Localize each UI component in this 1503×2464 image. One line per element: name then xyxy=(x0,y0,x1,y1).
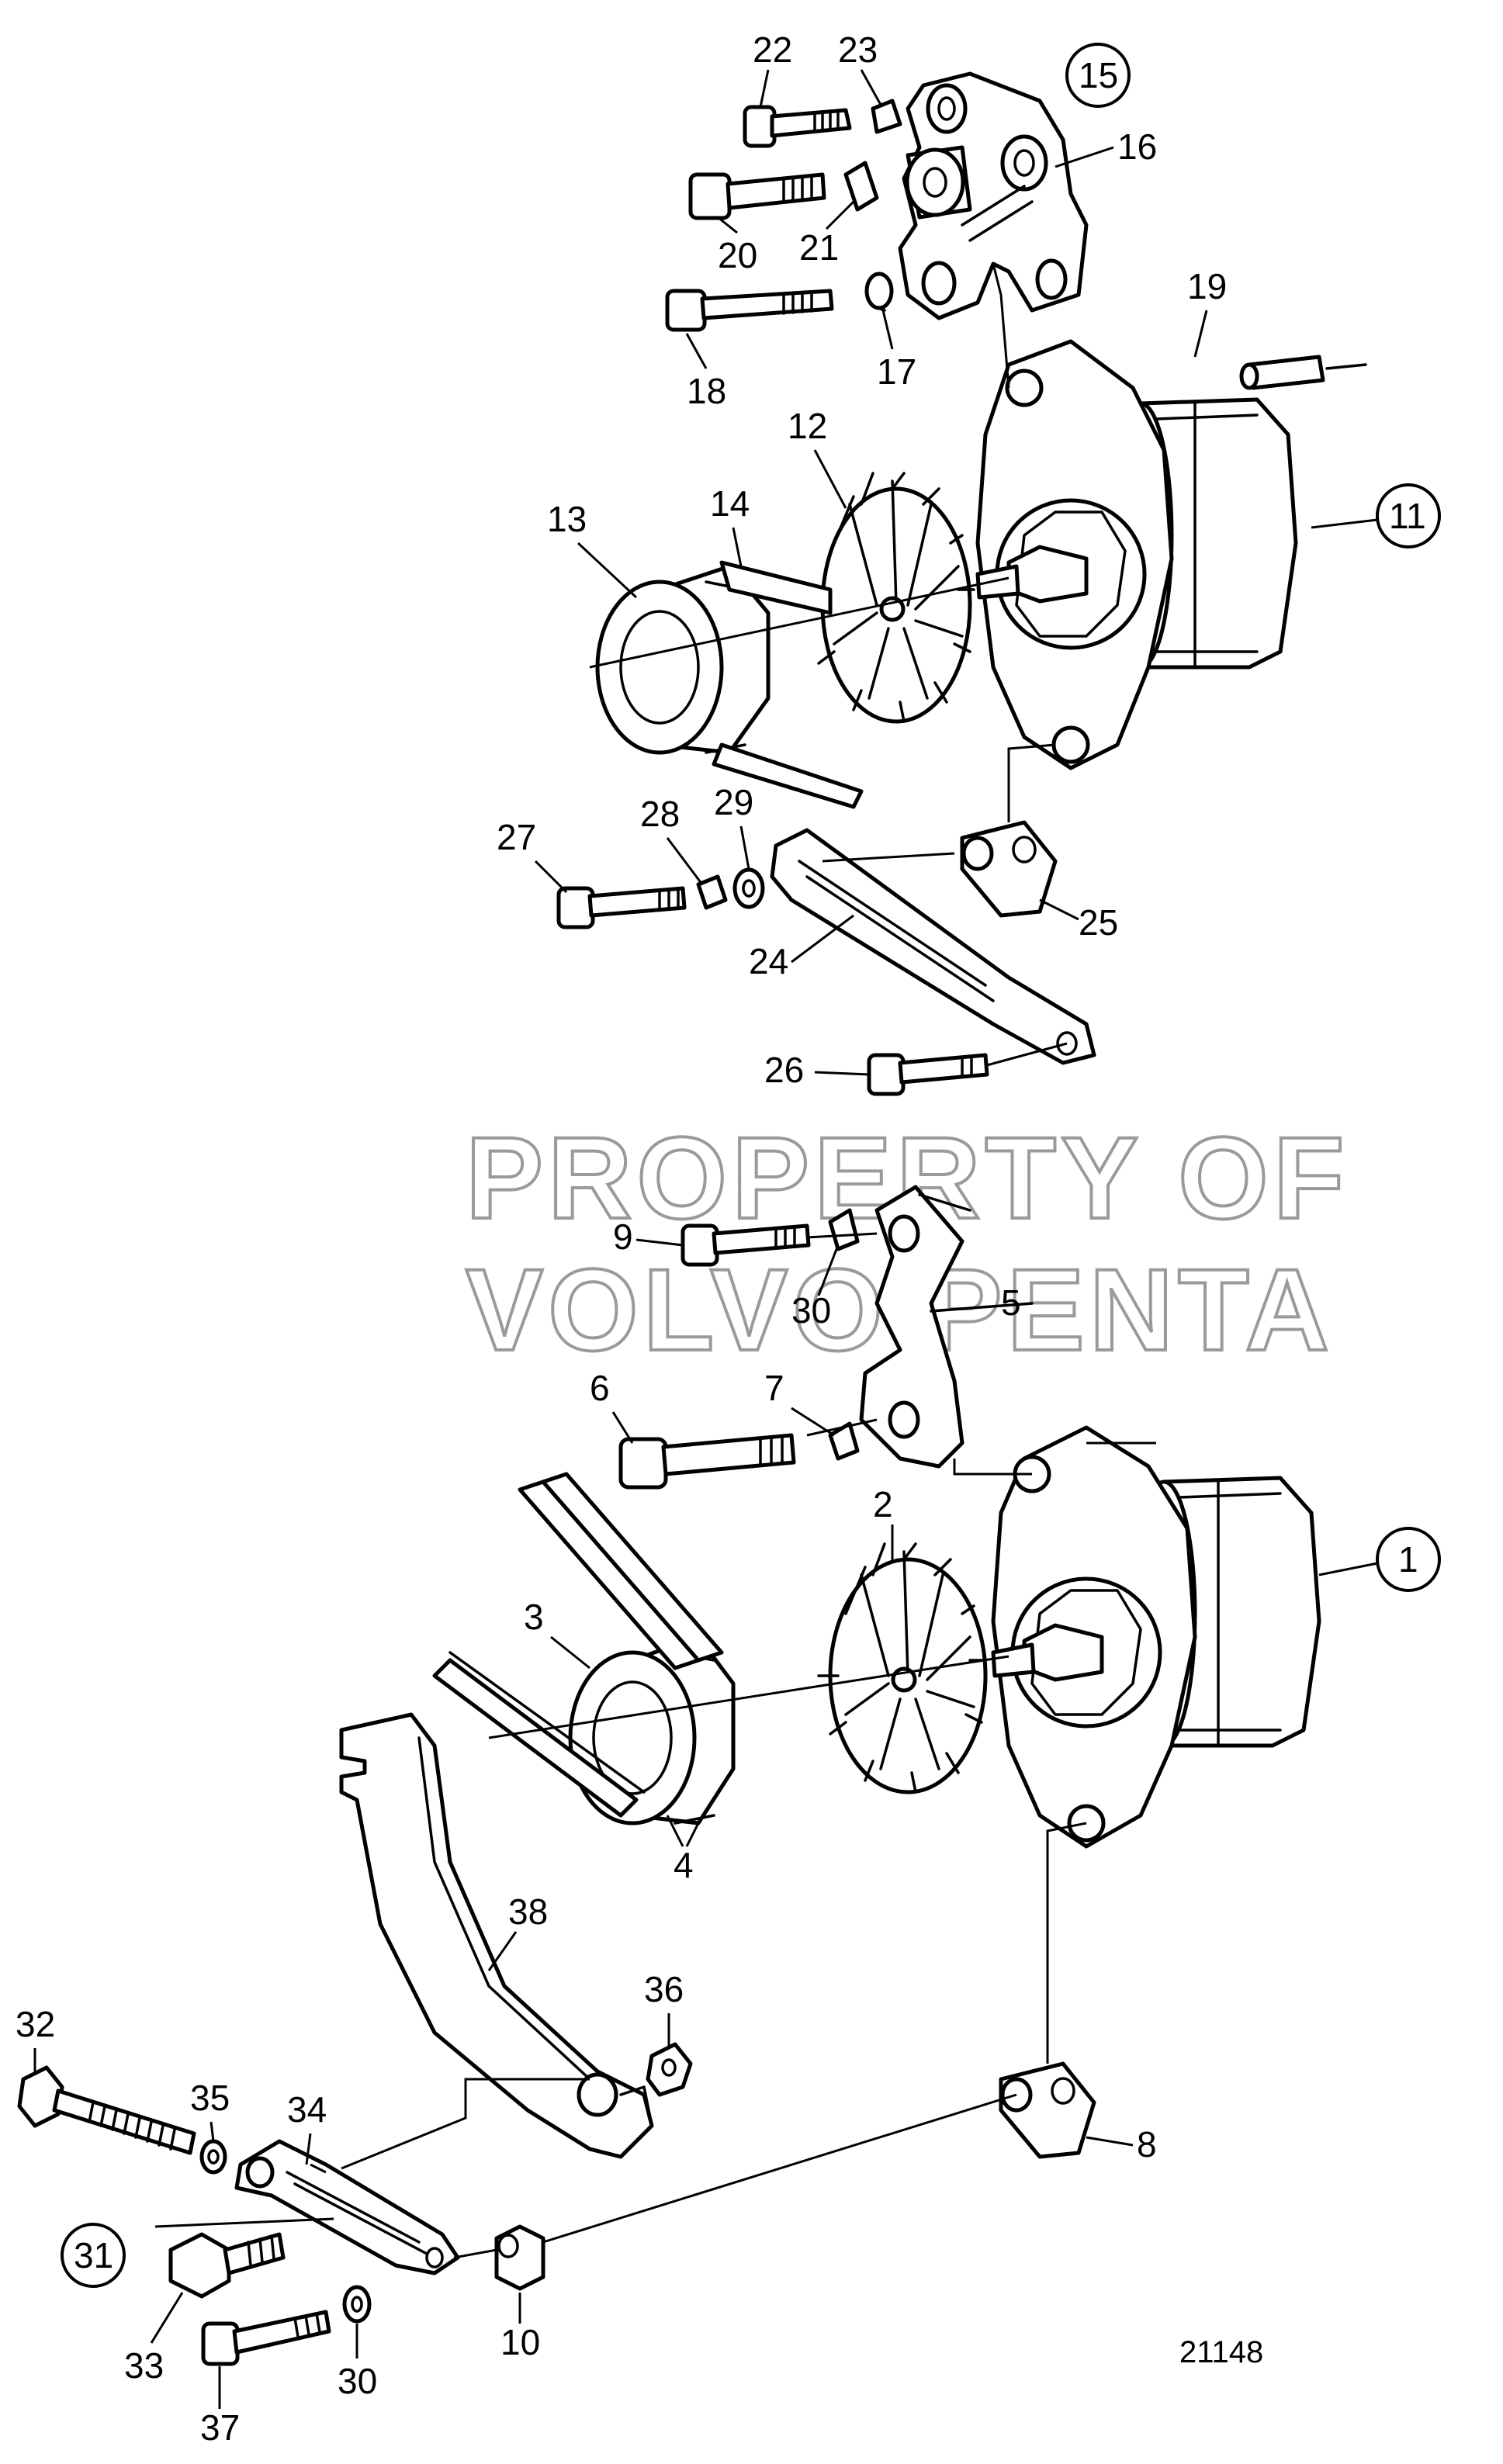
callout-3: 3 xyxy=(524,1597,544,1637)
washer-17 xyxy=(864,272,894,312)
lower-shaft-axis xyxy=(488,1655,1010,1739)
callout-labels: 23 22 15 16 20 21 19 17 18 12 14 13 11 2… xyxy=(16,29,1441,2448)
callout-21: 21 xyxy=(799,227,839,268)
washer-21 xyxy=(843,161,879,212)
callout-10: 10 xyxy=(500,2322,540,2362)
callout-35: 35 xyxy=(190,2078,230,2118)
lower-v-belts xyxy=(432,1472,724,1818)
spacer-sleeve xyxy=(905,145,972,220)
callout-29: 29 xyxy=(714,782,753,822)
callout-26: 26 xyxy=(764,1050,804,1090)
callout-1: 1 xyxy=(1398,1539,1418,1580)
callout-30-upper: 30 xyxy=(791,1290,831,1331)
callout-12: 12 xyxy=(788,406,827,446)
washer-29 xyxy=(732,867,765,909)
bolt-6 xyxy=(618,1433,796,1490)
bolt-22 xyxy=(743,105,852,148)
bolt-33 xyxy=(168,2232,286,2299)
lower-assembly-leaders xyxy=(154,2093,1017,2259)
figure-number: 21148 xyxy=(1179,2335,1263,2369)
callout-17: 17 xyxy=(877,351,916,392)
callout-24: 24 xyxy=(749,941,788,981)
ref-circle-15 xyxy=(1065,43,1131,108)
washer-30-lower xyxy=(342,2285,372,2324)
bolt-37 xyxy=(201,2310,331,2366)
callout-19: 19 xyxy=(1187,266,1227,306)
upper-mounting-bracket xyxy=(898,71,1089,320)
callout-33: 33 xyxy=(124,2345,164,2386)
spacer-10 xyxy=(494,2224,545,2291)
callout-7: 7 xyxy=(764,1368,784,1408)
callout-15: 15 xyxy=(1079,55,1118,95)
bolt-26 xyxy=(867,1042,1068,1096)
callout-11: 11 xyxy=(1389,496,1426,536)
ref-circle-11 xyxy=(1376,483,1441,549)
callout-13: 13 xyxy=(547,499,587,539)
callout-8: 8 xyxy=(1137,2124,1157,2165)
lower-alternator xyxy=(991,1425,1321,1849)
bolt-18 xyxy=(665,289,834,332)
callout-32: 32 xyxy=(16,2004,55,2044)
callout-28: 28 xyxy=(640,794,680,834)
long-bolt-32 xyxy=(17,2065,196,2155)
washer-23 xyxy=(871,99,902,134)
upper-fan xyxy=(805,472,975,724)
callout-25: 25 xyxy=(1079,902,1118,943)
upper-alternator xyxy=(975,263,1320,770)
upper-v-belt xyxy=(712,560,864,809)
ref-circle-31 xyxy=(61,2223,126,2288)
bolt-27 xyxy=(556,886,687,929)
washer-35 xyxy=(199,2139,227,2175)
callout-18: 18 xyxy=(687,371,726,411)
bolt-9 xyxy=(681,1223,811,1267)
callout-5: 5 xyxy=(1001,1282,1021,1323)
lower-mounting-bracket-5 xyxy=(859,1185,1034,1469)
nut-36 xyxy=(646,2042,693,2097)
dimension-line-lower xyxy=(806,1232,1032,1476)
lower-fan xyxy=(817,1542,988,1794)
callout-38: 38 xyxy=(508,1891,548,1932)
upper-pulley xyxy=(595,564,771,755)
callout-36: 36 xyxy=(644,1969,684,2009)
callout-37: 37 xyxy=(200,2407,240,2448)
callout-16: 16 xyxy=(1117,126,1157,167)
callout-27: 27 xyxy=(497,817,536,857)
callout-14: 14 xyxy=(710,483,750,524)
callout-34: 34 xyxy=(287,2089,327,2130)
upper-shaft-axis xyxy=(589,576,1010,669)
ref-circle-1 xyxy=(1376,1527,1441,1592)
tension-arm-24 xyxy=(770,828,1096,1065)
large-bracket-38 xyxy=(339,1712,654,2159)
callout-9: 9 xyxy=(613,1216,633,1257)
callout-22: 22 xyxy=(753,29,792,70)
callout-31: 31 xyxy=(74,2235,113,2275)
callout-20: 20 xyxy=(718,235,757,275)
tension-arm-34 xyxy=(234,2078,590,2275)
washer-28 xyxy=(696,874,728,910)
callout-6: 6 xyxy=(590,1368,610,1408)
callout-2: 2 xyxy=(873,1484,893,1524)
callout-23: 23 xyxy=(838,29,878,70)
bracket-8 xyxy=(999,1822,1096,2159)
washer-30-upper xyxy=(828,1208,860,1251)
pin-19 xyxy=(1239,355,1367,390)
bolt-20 xyxy=(688,172,826,220)
callout-30-lower: 30 xyxy=(338,2361,377,2401)
callout-4: 4 xyxy=(674,1845,694,1885)
bracket-25 xyxy=(960,743,1058,918)
